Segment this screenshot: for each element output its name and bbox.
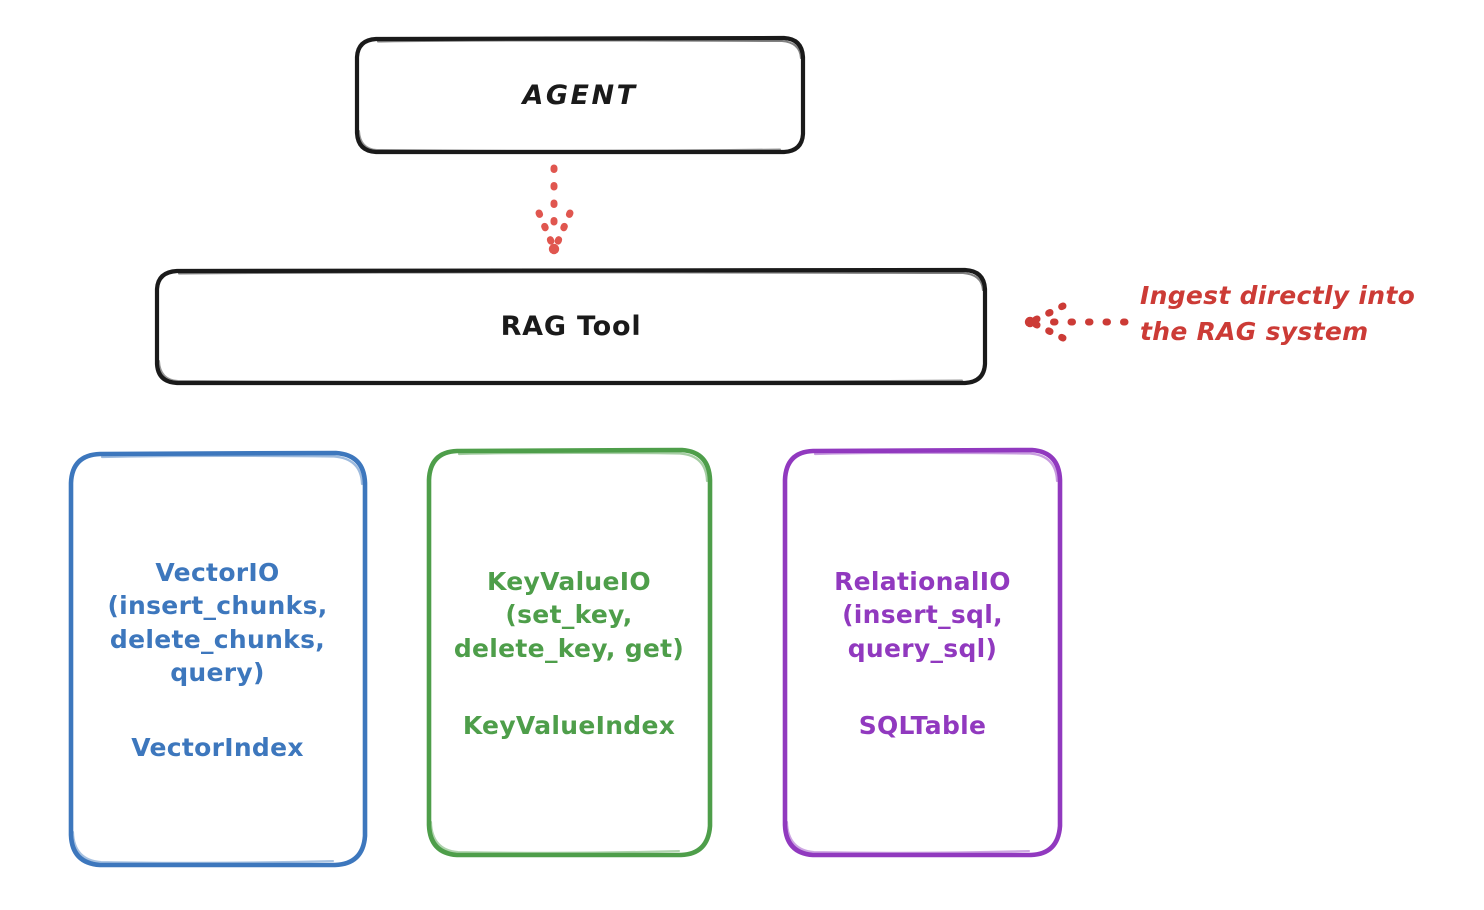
node-vector-io[interactable]: VectorIO (insert_chunks, delete_chunks, … <box>70 453 365 865</box>
node-vector-io-sublabel: VectorIndex <box>131 733 304 762</box>
node-agent-label: AGENT <box>522 79 638 111</box>
node-vector-io-label: VectorIO (insert_chunks, delete_chunks, … <box>107 558 328 687</box>
node-relational-io[interactable]: RelationalIO (insert_sql, query_sql) SQL… <box>785 450 1060 855</box>
node-key-value-io[interactable]: KeyValueIO (set_key, delete_key, get) Ke… <box>428 450 710 855</box>
node-rag-tool[interactable]: RAG Tool <box>157 270 985 383</box>
node-agent[interactable]: AGENT <box>357 38 803 152</box>
node-rag-tool-label: RAG Tool <box>500 311 642 342</box>
node-key-value-io-label: KeyValueIO (set_key, delete_key, get) <box>453 567 685 663</box>
connector-agent-to-rag-tool <box>535 164 574 255</box>
connector-ingest-to-rag-tool <box>1024 302 1129 342</box>
node-relational-io-label: RelationalIO (insert_sql, query_sql) <box>834 567 1011 663</box>
annotation-ingest-directly: Ingest directly into the RAG system <box>1140 281 1416 346</box>
node-relational-io-sublabel: SQLTable <box>858 710 987 740</box>
node-key-value-io-sublabel: KeyValueIndex <box>462 710 676 740</box>
